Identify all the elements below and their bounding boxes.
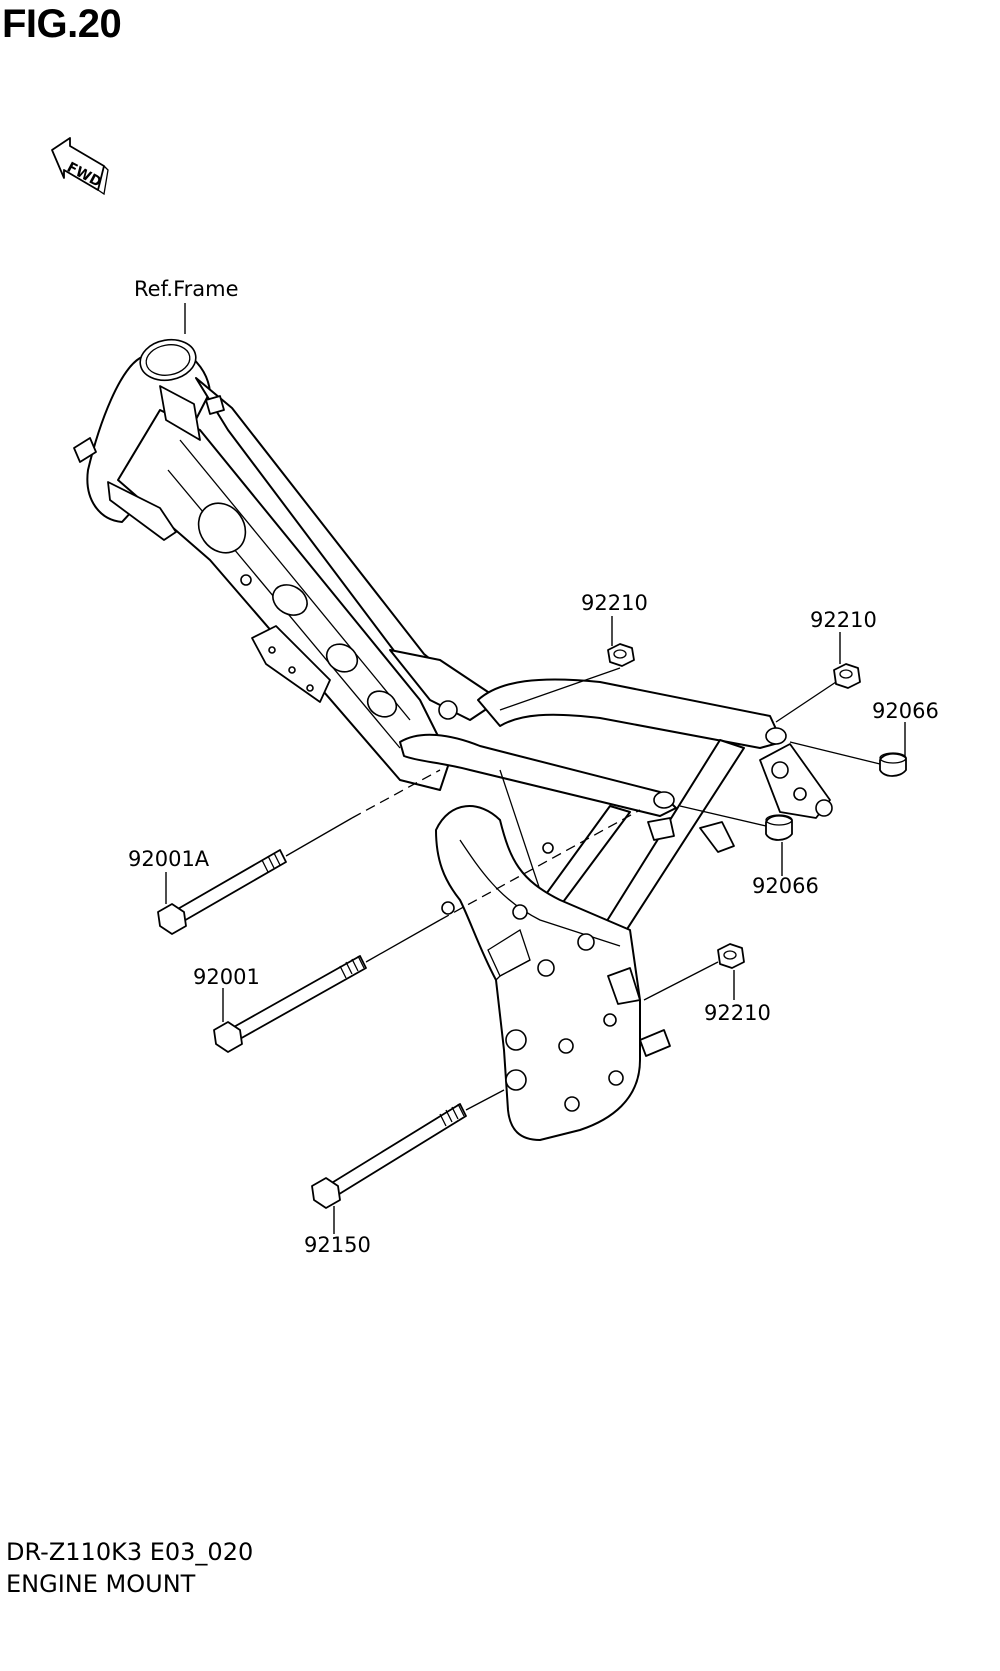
frame-assembly (73, 338, 833, 1141)
part-label-92210-upper-left: 92210 (581, 591, 648, 615)
part-label-92210-lower-right: 92210 (704, 1001, 771, 1025)
section-name: ENGINE MOUNT (6, 1570, 196, 1598)
part-label-92210-upper-right: 92210 (810, 608, 877, 632)
bolt-92150[interactable] (311, 1103, 467, 1209)
part-labels: Ref.Frame 92210 92210 92066 92066 92210 … (128, 277, 939, 1257)
part-label-92001: 92001 (193, 965, 260, 989)
part-label-92066-right: 92066 (872, 699, 939, 723)
model-code: DR-Z110K3 E03_020 (6, 1538, 254, 1566)
forward-arrow-icon: FWD (51, 137, 109, 196)
assembly-axis-lines (285, 667, 881, 1111)
nut-92210-upper-right[interactable] (833, 663, 861, 689)
cap-92066-center[interactable] (765, 814, 793, 841)
bolt-92001a[interactable] (157, 849, 287, 935)
nut-92210-upper-left[interactable] (607, 643, 635, 667)
cap-92066-right[interactable] (879, 752, 907, 777)
figure-title: FIG.20 (2, 2, 122, 46)
bolt-92001[interactable] (213, 955, 367, 1053)
part-label-92001a: 92001A (128, 847, 210, 871)
leader-lines (165, 303, 906, 1234)
ref-frame-label: Ref.Frame (134, 277, 239, 301)
part-label-92150: 92150 (304, 1233, 371, 1257)
nut-92210-lower-right[interactable] (717, 943, 745, 969)
part-label-92066-center: 92066 (752, 874, 819, 898)
